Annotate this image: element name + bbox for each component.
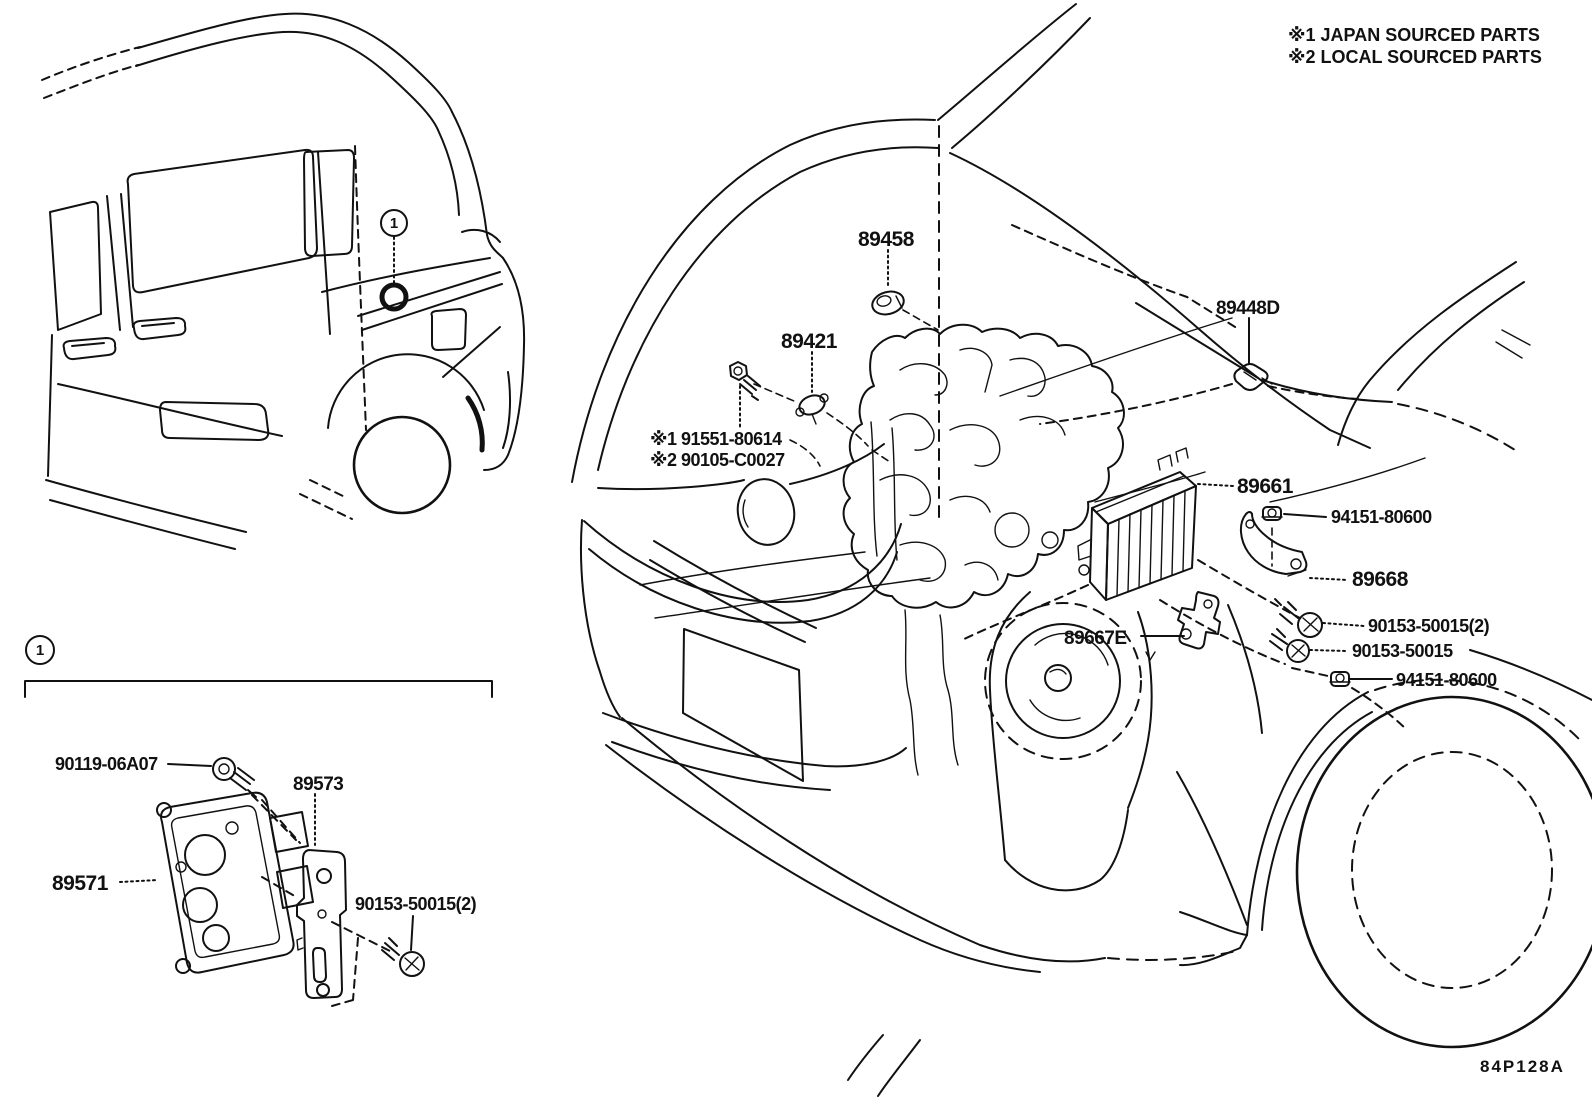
part-label-89448d: 89448D — [1216, 298, 1280, 319]
detail-view-1: 1 — [24, 635, 493, 1007]
bracket-89573-drawing — [296, 849, 347, 999]
front-wheel-drawing — [1176, 604, 1592, 1049]
part-label-89667e: 89667E — [1064, 628, 1127, 649]
bolt-91551-drawing — [729, 361, 761, 401]
part-label-90105-c0027: ※2 90105-C0027 — [650, 450, 785, 470]
screw-90153-right-drawing — [1269, 628, 1310, 663]
screw-90153-left-drawing — [381, 937, 425, 977]
part-label-90153-2-left: 90153-50015(2) — [355, 894, 477, 914]
right-car-drawing — [571, 3, 1592, 1097]
part-label-89571: 89571 — [52, 872, 109, 895]
part-label-89458: 89458 — [858, 228, 915, 251]
detail-callout-number: 1 — [36, 642, 44, 659]
screw-90153-2-right-drawing — [1274, 598, 1323, 638]
car-callout-1: 1 — [379, 209, 409, 312]
part-label-89661: 89661 — [1237, 475, 1294, 498]
engine-drawing — [842, 323, 1125, 776]
bracket-89668-drawing — [1240, 511, 1308, 577]
parts-right — [729, 249, 1406, 729]
nut-94151-top-drawing — [1261, 506, 1283, 521]
part-label-89573: 89573 — [293, 774, 343, 795]
detail-bracket-line — [24, 680, 493, 698]
note-japan-sourced: ※1 JAPAN SOURCED PARTS — [1288, 25, 1540, 45]
part-label-89668: 89668 — [1352, 568, 1409, 591]
part-label-94151-bottom: 94151-80600 — [1396, 670, 1497, 690]
labels: ※1 JAPAN SOURCED PARTS ※2 LOCAL SOURCED … — [52, 25, 1565, 1076]
part-label-90119-06a07: 90119-06A07 — [55, 754, 158, 774]
drawing-code: 84P128A — [1480, 1057, 1565, 1076]
part-label-89421: 89421 — [781, 330, 838, 353]
ecu-89571-drawing — [156, 791, 314, 974]
clip-89448d-drawing — [1233, 363, 1273, 391]
left-car-drawing: 1 — [41, 12, 526, 550]
bracket-89667e-drawing — [1177, 591, 1221, 650]
part-label-94151-top: 94151-80600 — [1331, 507, 1432, 527]
sensor-89458-drawing — [871, 290, 905, 316]
part-label-90153-2-right: 90153-50015(2) — [1368, 616, 1490, 636]
bolt-90119-drawing — [212, 757, 257, 798]
part-label-91551-80614: ※1 91551-80614 — [650, 429, 782, 449]
grommet-mark — [379, 282, 409, 312]
part-label-90153-right: 90153-50015 — [1352, 641, 1453, 661]
sensor-89421-drawing — [795, 393, 829, 425]
car-callout-number: 1 — [390, 215, 398, 232]
note-local-sourced: ※2 LOCAL SOURCED PARTS — [1288, 47, 1542, 67]
ecu-89661-drawing — [1077, 447, 1197, 601]
